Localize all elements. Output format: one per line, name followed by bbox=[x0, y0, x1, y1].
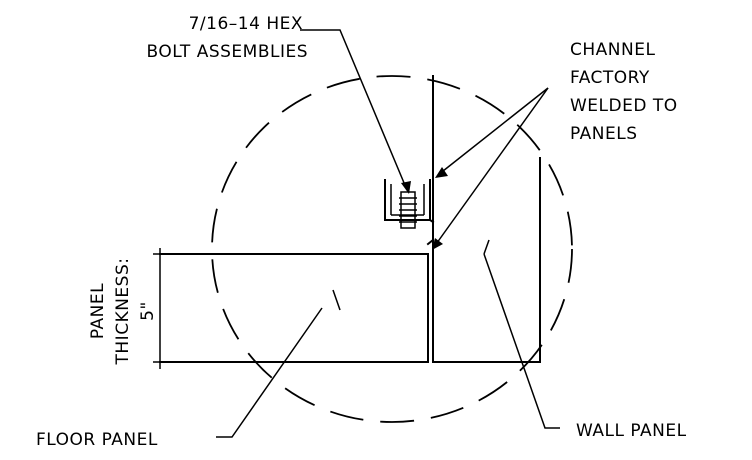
thickness-label-line3: 5" bbox=[138, 301, 158, 321]
wall-panel bbox=[432, 75, 541, 363]
channel-label-line3: WELDED TO bbox=[570, 96, 678, 116]
bolt-label-line1: 7/16–14 HEX bbox=[189, 14, 303, 34]
floor-panel-break-mark bbox=[332, 289, 341, 311]
leader-lines bbox=[216, 29, 560, 438]
thickness-dimension bbox=[153, 248, 167, 369]
bolt-label-line2: BOLT ASSEMBLIES bbox=[147, 42, 308, 62]
floor-panel bbox=[159, 253, 429, 363]
detail-circle bbox=[211, 75, 573, 423]
channel-label-line4: PANELS bbox=[570, 124, 638, 144]
bolt-assembly bbox=[384, 179, 435, 255]
thickness-label-line2: THICKNESS: bbox=[113, 258, 133, 366]
wall-panel-label: WALL PANEL bbox=[576, 421, 687, 441]
channel-label-line2: FACTORY bbox=[570, 68, 650, 88]
thickness-label: PANEL bbox=[88, 283, 108, 339]
floor-panel-label: FLOOR PANEL bbox=[36, 430, 158, 450]
channel-label-line1: CHANNEL bbox=[570, 40, 655, 60]
thickness-label-line1: PANEL bbox=[88, 283, 108, 339]
